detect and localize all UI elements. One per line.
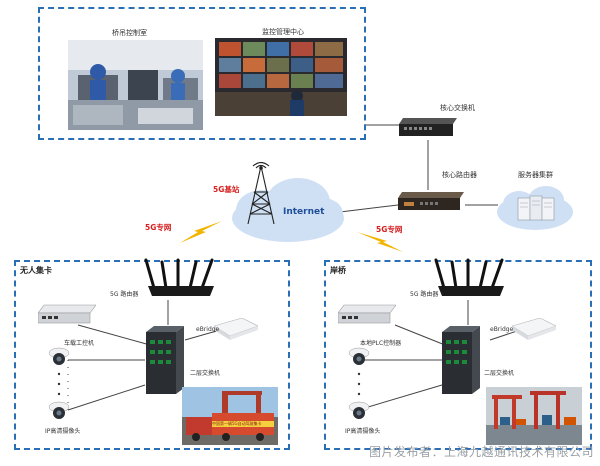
lightning-right-icon bbox=[355, 230, 405, 254]
left-camera-dots bbox=[57, 372, 61, 398]
driverless-truck-photo: 中国第一辆5G自动驾驶集卡 bbox=[182, 387, 278, 445]
server-cluster-cloud bbox=[494, 184, 576, 232]
left-ebridge-icon bbox=[213, 317, 259, 340]
crane-control-room-caption: 桥吊控制室 bbox=[112, 29, 147, 37]
left-ebridge-label: eBridge bbox=[196, 326, 220, 333]
right-ebridge-label: eBridge bbox=[490, 326, 514, 333]
internet-label: Internet bbox=[283, 207, 325, 217]
watermark: 图片发布者：上海九越通讯技术有限公司 bbox=[368, 445, 594, 459]
right-plc-label: 本地PLC控制器 bbox=[360, 340, 402, 347]
right-router-label: 5G 路由器 bbox=[410, 291, 439, 298]
private-net-right-label: 5G专网 bbox=[376, 225, 403, 234]
right-switch-icon bbox=[442, 326, 482, 394]
left-panel-driverless-truck bbox=[14, 260, 290, 450]
right-camera-bottom-icon bbox=[348, 401, 370, 421]
left-router-label: 5G 路由器 bbox=[110, 291, 139, 298]
core-switch-label: 核心交换机 bbox=[440, 104, 475, 112]
left-switch-icon bbox=[146, 326, 186, 394]
left-switch-label: 二层交换机 bbox=[190, 370, 221, 377]
crane-control-room-photo bbox=[68, 40, 203, 130]
left-ipc-label: 车载工控机 bbox=[64, 340, 95, 347]
right-camera-top-icon bbox=[348, 347, 370, 367]
truck-banner-text: 中国第一辆5G自动驾驶集卡 bbox=[212, 421, 262, 426]
left-5g-router-icon bbox=[140, 258, 220, 300]
private-net-left-label: 5G专网 bbox=[145, 223, 172, 232]
lightning-left-icon bbox=[176, 219, 224, 245]
server-cluster-label: 服务器集群 bbox=[518, 171, 553, 179]
core-router-label: 核心路由器 bbox=[442, 171, 477, 179]
base-station-tower-icon bbox=[244, 161, 278, 226]
right-switch-label: 二层交换机 bbox=[484, 370, 515, 377]
base-station-label: 5G基站 bbox=[213, 185, 240, 194]
left-camera-label: IP高清摄像头 bbox=[45, 428, 81, 435]
monitoring-center-photo bbox=[215, 38, 347, 116]
left-camera-top-icon bbox=[48, 347, 70, 367]
left-camera-bottom-icon bbox=[48, 401, 70, 421]
core-router-icon bbox=[398, 192, 464, 212]
monitoring-center-caption: 监控管理中心 bbox=[262, 28, 304, 36]
top-panel bbox=[38, 7, 366, 140]
right-camera-label: IP高清摄像头 bbox=[345, 428, 381, 435]
internet-cloud bbox=[228, 172, 346, 246]
right-5g-router-icon bbox=[430, 258, 510, 300]
left-ipc-icon bbox=[37, 303, 97, 325]
right-panel-title: 岸桥 bbox=[330, 266, 346, 275]
left-panel-title: 无人集卡 bbox=[20, 266, 52, 275]
core-switch-icon bbox=[399, 118, 457, 136]
right-panel-quay-crane bbox=[324, 260, 592, 450]
right-plc-icon bbox=[337, 303, 397, 325]
quay-crane-photo bbox=[486, 387, 582, 445]
right-ebridge-icon bbox=[511, 317, 557, 340]
right-camera-dots bbox=[357, 372, 361, 398]
